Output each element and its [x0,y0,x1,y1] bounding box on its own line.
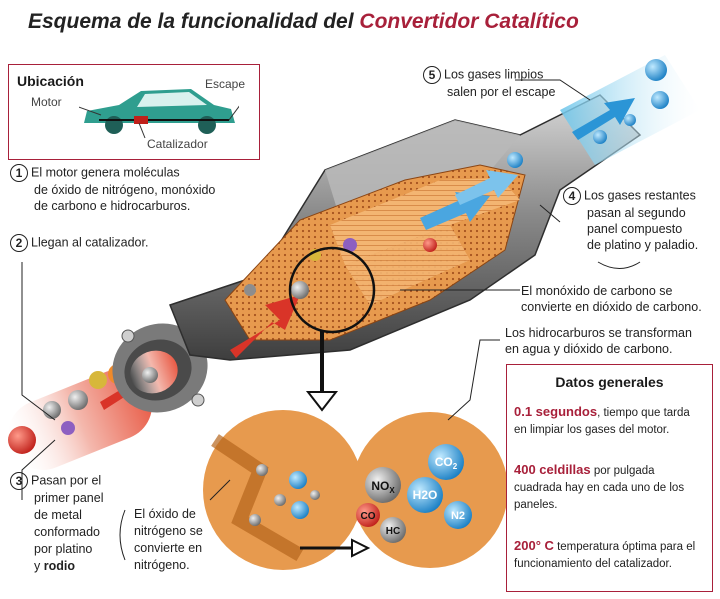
general-data-title: Datos generales [555,374,664,390]
n2-label: N2 [451,510,465,522]
hc-note-line-2: en agua y dióxido de carbono. [505,342,673,356]
data-item-cells-text-1: por pulgada [590,465,655,477]
data-item-temperature-text-2: funcionamiento del catalizador. [514,558,672,570]
location-box: Ubicación Motor Escape Catalizador [8,64,260,160]
step-3-line-3: de metal [34,508,82,522]
co-note-line-2: convierte en dióxido de carbono. [521,300,702,314]
converter-cutaway [224,152,526,358]
engine-label: Motor [31,95,62,109]
step-3-last-bold: rodio [43,559,75,573]
leader-lines [21,79,641,561]
data-item-temperature: 200° C temperatura óptima para el funcio… [514,537,709,573]
data-item-time: 0.1 segundos, tiempo que tarda en limpia… [514,403,709,439]
nitrogen-note-line-3: convierte en [134,541,203,555]
exhaust-label: Escape [205,77,246,91]
nitrogen-note: El óxido de nitrógeno se convierte en ni… [134,506,203,574]
location-title: Ubicación [17,73,84,89]
step-3-number: 3 [10,472,28,490]
step-1-line-1: El motor genera moléculas [31,165,180,180]
nitrogen-note-line-2: nitrógeno se [134,524,203,538]
step-5-line-2: salen por el escape [447,85,556,99]
nitrogen-note-line-4: nitrógeno. [134,558,190,572]
car-icon [79,89,239,139]
data-item-time-value: 0.1 segundos [514,404,598,419]
step-1-line-2: de óxido de nitrógeno, monóxido [34,183,216,197]
step-1-line-3: de carbono e hidrocarburos. [34,199,191,213]
step-2-number: 2 [10,234,28,252]
hc-label: HC [386,526,400,537]
zoom-arrow [305,330,339,412]
data-item-cells-value: 400 celdillas [514,462,591,477]
step-4-line-1: Los gases restantes [584,188,696,203]
general-data-box: Datos generales 0.1 segundos, tiempo que… [506,364,713,592]
step-3-line-5: por platino [34,542,93,556]
page-title: Esquema de la funcionalidad del Converti… [28,10,579,34]
zoom-panel-first [203,410,363,570]
data-item-time-text-2: en limpiar los gases del motor. [514,424,670,436]
catalyst-label: Catalizador [147,137,208,151]
step-2-line-1: Llegan al catalizador. [31,235,149,250]
co-note: El monóxido de carbono se convierte en d… [521,283,702,315]
h2o-label: H2O [413,488,438,502]
title-highlight: Convertidor Catalítico [359,10,579,33]
nox-label: NOX [371,479,395,495]
step-3-line-2: primer panel [34,491,104,505]
co2-label: CO2 [435,455,458,471]
step-4-line-4: de platino y paladio. [587,238,699,252]
hc-note: Los hidrocarburos se transforman en agua… [505,325,692,357]
step-4-line-2: pasan al segundo [587,206,686,220]
inlet-flange [112,323,208,413]
zoom-panel-second: NOX CO2 H2O N2 CO HC [300,412,508,568]
step-5-line-1: Los gases limpios [444,67,544,82]
data-item-cells-text-2: cuadrada hay en cada uno de los paneles. [514,482,685,511]
nitrogen-note-line-1: El óxido de [134,507,196,521]
data-item-temperature-value: 200° C [514,538,554,553]
step-4-line-3: panel compuesto [587,222,683,236]
co-label: CO [361,511,376,522]
outlet-gas-stream [560,55,700,165]
data-item-time-text-1: , tiempo que tarda [597,407,690,419]
step-3-last: y [34,559,41,573]
step-5-number: 5 [423,66,441,84]
co-note-line-1: El monóxido de carbono se [521,284,673,298]
title-prefix: Esquema de la funcionalidad del [28,10,354,33]
step-3-line-1: Pasan por el [31,473,102,488]
hc-note-line-1: Los hidrocarburos se transforman [505,326,692,340]
step-1-number: 1 [10,164,28,182]
data-item-cells: 400 celdillas por pulgada cuadrada hay e… [514,461,709,514]
step-3-line-4: conformado [34,525,101,539]
step-4-number: 4 [563,187,581,205]
data-item-temperature-text-1: temperatura óptima para el [553,541,696,553]
